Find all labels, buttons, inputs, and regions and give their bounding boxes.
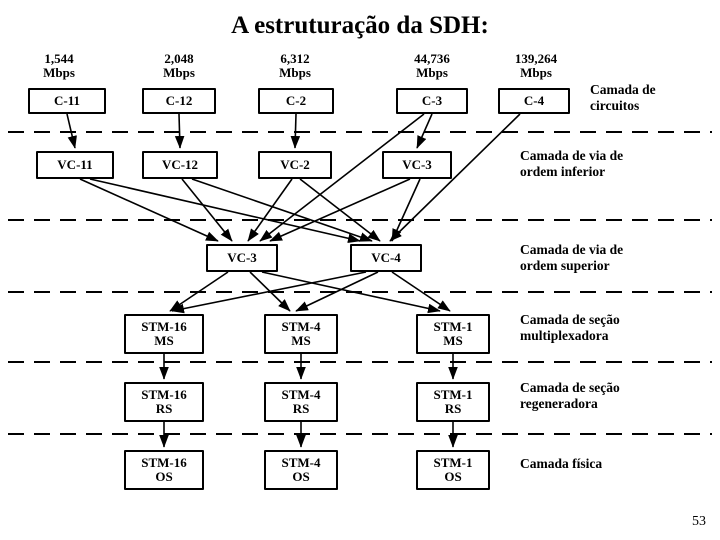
layer-label-secao-regeneradora: Camada de seção regeneradora [520,380,620,411]
layer-label-via-ordem-inferior: Camada de via de ordem inferior [520,148,624,179]
rate-label-c3: 44,736 Mbps [414,51,450,81]
node-stm-1-os[interactable]: STM-1 OS [416,450,490,490]
rate-label-c2: 6,312 Mbps [279,51,311,81]
node-stm-4-ms[interactable]: STM-4 MS [264,314,338,354]
node-c-12[interactable]: C-12 [142,88,216,114]
node-stm-16-os[interactable]: STM-16 OS [124,450,204,490]
layer-label-secao-multiplexadora: Camada de seção multiplexadora [520,312,620,343]
node-c-3[interactable]: C-3 [396,88,468,114]
node-stm-4-rs[interactable]: STM-4 RS [264,382,338,422]
node-vc-3-higher[interactable]: VC-3 [206,244,278,272]
node-c-4[interactable]: C-4 [498,88,570,114]
rate-label-c12: 2,048 Mbps [163,51,195,81]
node-vc-2[interactable]: VC-2 [258,151,332,179]
node-stm-4-os[interactable]: STM-4 OS [264,450,338,490]
node-stm-1-ms[interactable]: STM-1 MS [416,314,490,354]
node-stm-16-ms[interactable]: STM-16 MS [124,314,204,354]
layer-label-camada-fisica: Camada física [520,456,603,471]
node-vc-11[interactable]: VC-11 [36,151,114,179]
node-vc-3-lower[interactable]: VC-3 [382,151,452,179]
node-stm-16-rs[interactable]: STM-16 RS [124,382,204,422]
layer-label-via-ordem-superior: Camada de via de ordem superior [520,242,624,273]
node-c-11[interactable]: C-11 [28,88,106,114]
node-stm-1-rs[interactable]: STM-1 RS [416,382,490,422]
rate-label-c11: 1,544 Mbps [43,51,75,81]
node-vc-12[interactable]: VC-12 [142,151,218,179]
layer-label-circuitos: Camada de circuitos [590,82,656,113]
node-c-2[interactable]: C-2 [258,88,334,114]
rate-label-c4: 139,264 Mbps [514,51,558,81]
diagram-connectors [8,113,712,448]
node-vc-4[interactable]: VC-4 [350,244,422,272]
slide-page-number: 53 [692,514,706,529]
sdh-structure-diagram: 1,544 Mbps 2,048 Mbps 6,312 Mbps 44,736 … [0,44,720,524]
page-title: A estruturação da SDH: [231,12,489,39]
